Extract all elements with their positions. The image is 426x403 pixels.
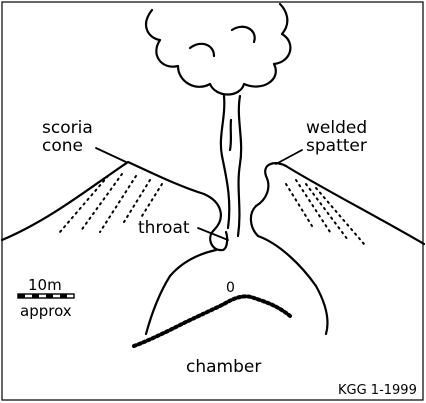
credit-label: KGG 1-1999 (338, 383, 417, 398)
scale-bar (18, 294, 74, 298)
chamber-melt-surface (134, 296, 290, 346)
welded-spatter (256, 163, 424, 244)
diagram-frame (2, 2, 423, 400)
zero-marker-label: 0 (226, 280, 235, 296)
throat-label: throat (138, 218, 190, 238)
scale-value-label: 10m (28, 276, 62, 294)
cone-label: cone (42, 136, 83, 156)
spatter-label: spatter (306, 136, 367, 156)
scale-note-label: approx (20, 302, 72, 320)
eruption-cloud (146, 4, 290, 95)
chamber-label: chamber (186, 357, 261, 377)
eruption-column (221, 96, 241, 236)
scoria-label: scoria (42, 118, 93, 138)
welded-label: welded (306, 118, 367, 138)
